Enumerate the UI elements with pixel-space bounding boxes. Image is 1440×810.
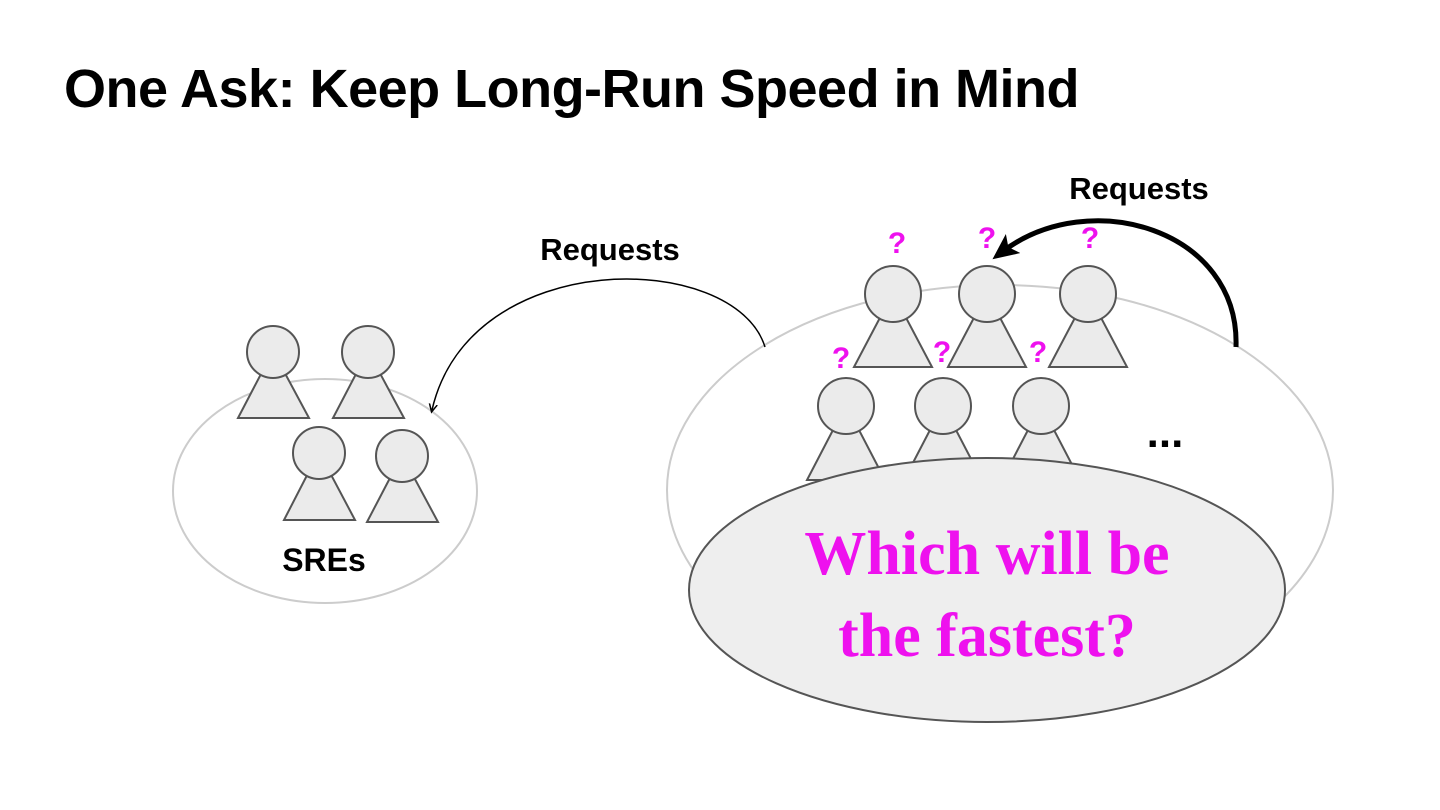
sre-group-label: SREs <box>282 542 366 578</box>
user-person <box>1047 265 1129 368</box>
user-person <box>946 265 1028 368</box>
question-mark: ? <box>832 342 850 375</box>
question-mark: ? <box>1081 222 1099 255</box>
sre-person <box>331 325 406 419</box>
sre-person <box>236 325 311 419</box>
sre-group: SREs <box>172 325 478 604</box>
requests-arrow-to-sres <box>432 278 766 410</box>
question-bubble <box>688 457 1286 723</box>
requests-label-right: Requests <box>1069 171 1209 206</box>
sre-person <box>365 429 440 523</box>
requests-arrow-between-users <box>992 218 1239 348</box>
question-mark: ? <box>1029 336 1047 369</box>
requests-label-left: Requests <box>540 232 680 267</box>
user-person <box>852 265 934 368</box>
more-members-ellipsis: ... <box>1147 408 1184 457</box>
question-mark: ? <box>978 222 996 255</box>
question-mark: ? <box>933 336 951 369</box>
question-mark: ? <box>888 227 906 260</box>
bubble-text-line-2: the fastest? <box>838 602 1136 670</box>
sre-person <box>282 426 357 521</box>
bubble-text-line-1: Which will be <box>804 520 1169 588</box>
slide-title: One Ask: Keep Long-Run Speed in Mind <box>64 59 1080 119</box>
